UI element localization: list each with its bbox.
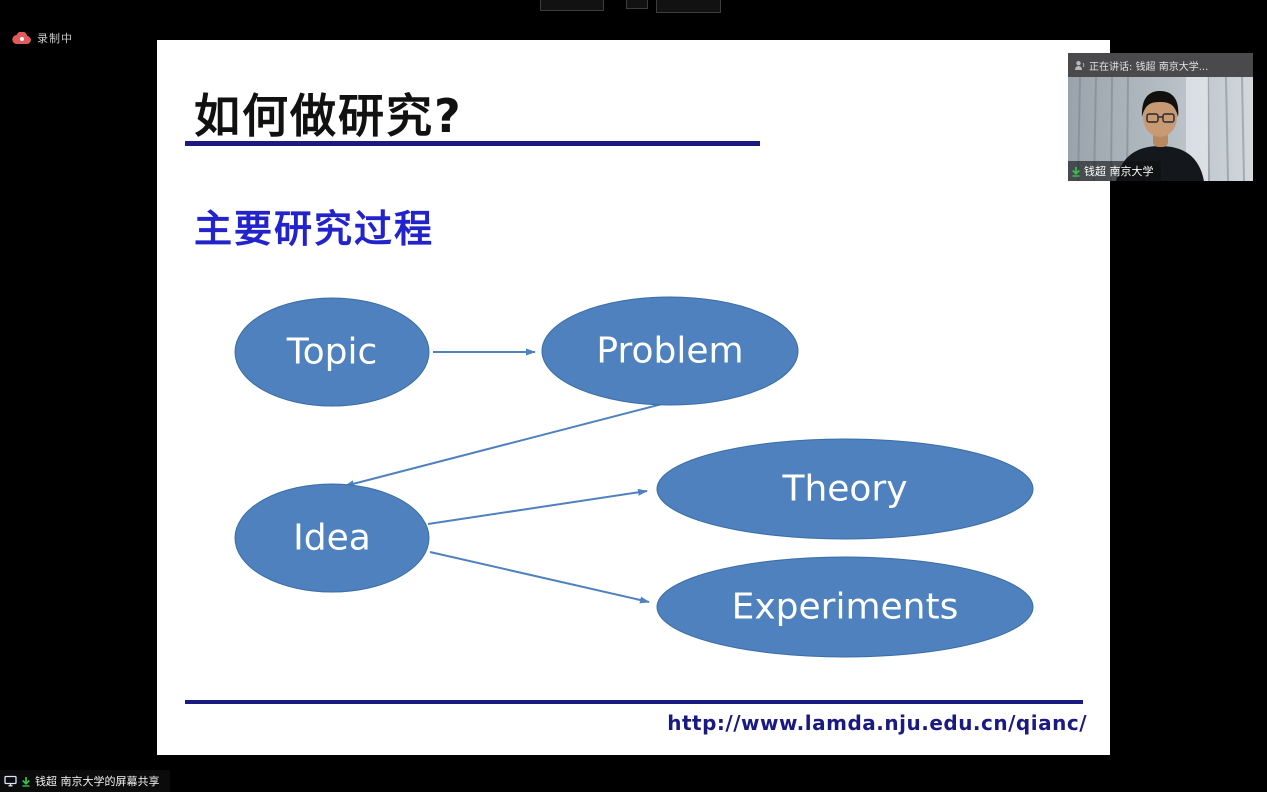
node-topic: Topic [234,297,430,407]
slide-footer-url: http://www.lamda.nju.edu.cn/qianc/ [667,711,1087,735]
footer-divider [185,700,1083,704]
cloud-recording-icon [12,31,32,45]
glasses-icon [1146,113,1175,123]
node-theory-label: Theory [781,469,907,510]
node-problem: Problem [541,296,799,406]
slide-subtitle: 主要研究过程 [194,207,435,251]
screen-share-statusbar: 钱超 南京大学的屏幕共享 [0,770,170,792]
shared-slide: Topic Problem Theory Idea Experiments 如何… [157,40,1110,755]
arrow-idea-to-theory [427,488,648,525]
green-arrow-down-icon [1071,166,1081,177]
research-process-diagram: Topic Problem Theory Idea Experiments [234,296,1034,658]
active-speaker-banner: 正在讲话: 钱超 南京大学... [1068,53,1253,77]
participant-name-tag: 钱超 南京大学 [1068,161,1161,181]
title-underline [185,141,760,146]
node-problem-label: Problem [596,331,743,372]
participant-video-thumbnail[interactable]: 正在讲话: 钱超 南京大学... [1068,53,1253,181]
recording-indicator[interactable]: 录制中 [12,30,73,46]
node-experiments: Experiments [656,556,1034,658]
node-theory: Theory [656,438,1034,540]
monitor-icon [4,775,17,787]
node-idea-label: Idea [293,518,371,559]
arrow-problem-to-idea [344,402,667,488]
speaker-person-icon [1074,60,1085,71]
recording-label: 录制中 [37,32,73,45]
node-experiments-label: Experiments [732,587,959,628]
green-arrow-down-icon [21,776,31,787]
toolbar-button-partial-2[interactable] [626,0,648,9]
node-idea: Idea [234,483,430,593]
active-speaker-text: 正在讲话: 钱超 南京大学... [1089,61,1209,73]
participant-video[interactable]: 钱超 南京大学 [1068,77,1253,181]
toolbar-button-partial-3[interactable] [656,0,721,13]
node-topic-label: Topic [286,332,378,373]
toolbar-button-partial-1[interactable] [540,0,604,11]
slide-title: 如何做研究? [194,89,463,143]
participant-name: 钱超 南京大学 [1084,165,1154,178]
screen-share-label: 钱超 南京大学的屏幕共享 [35,775,160,788]
arrow-idea-to-experiments [429,551,650,604]
